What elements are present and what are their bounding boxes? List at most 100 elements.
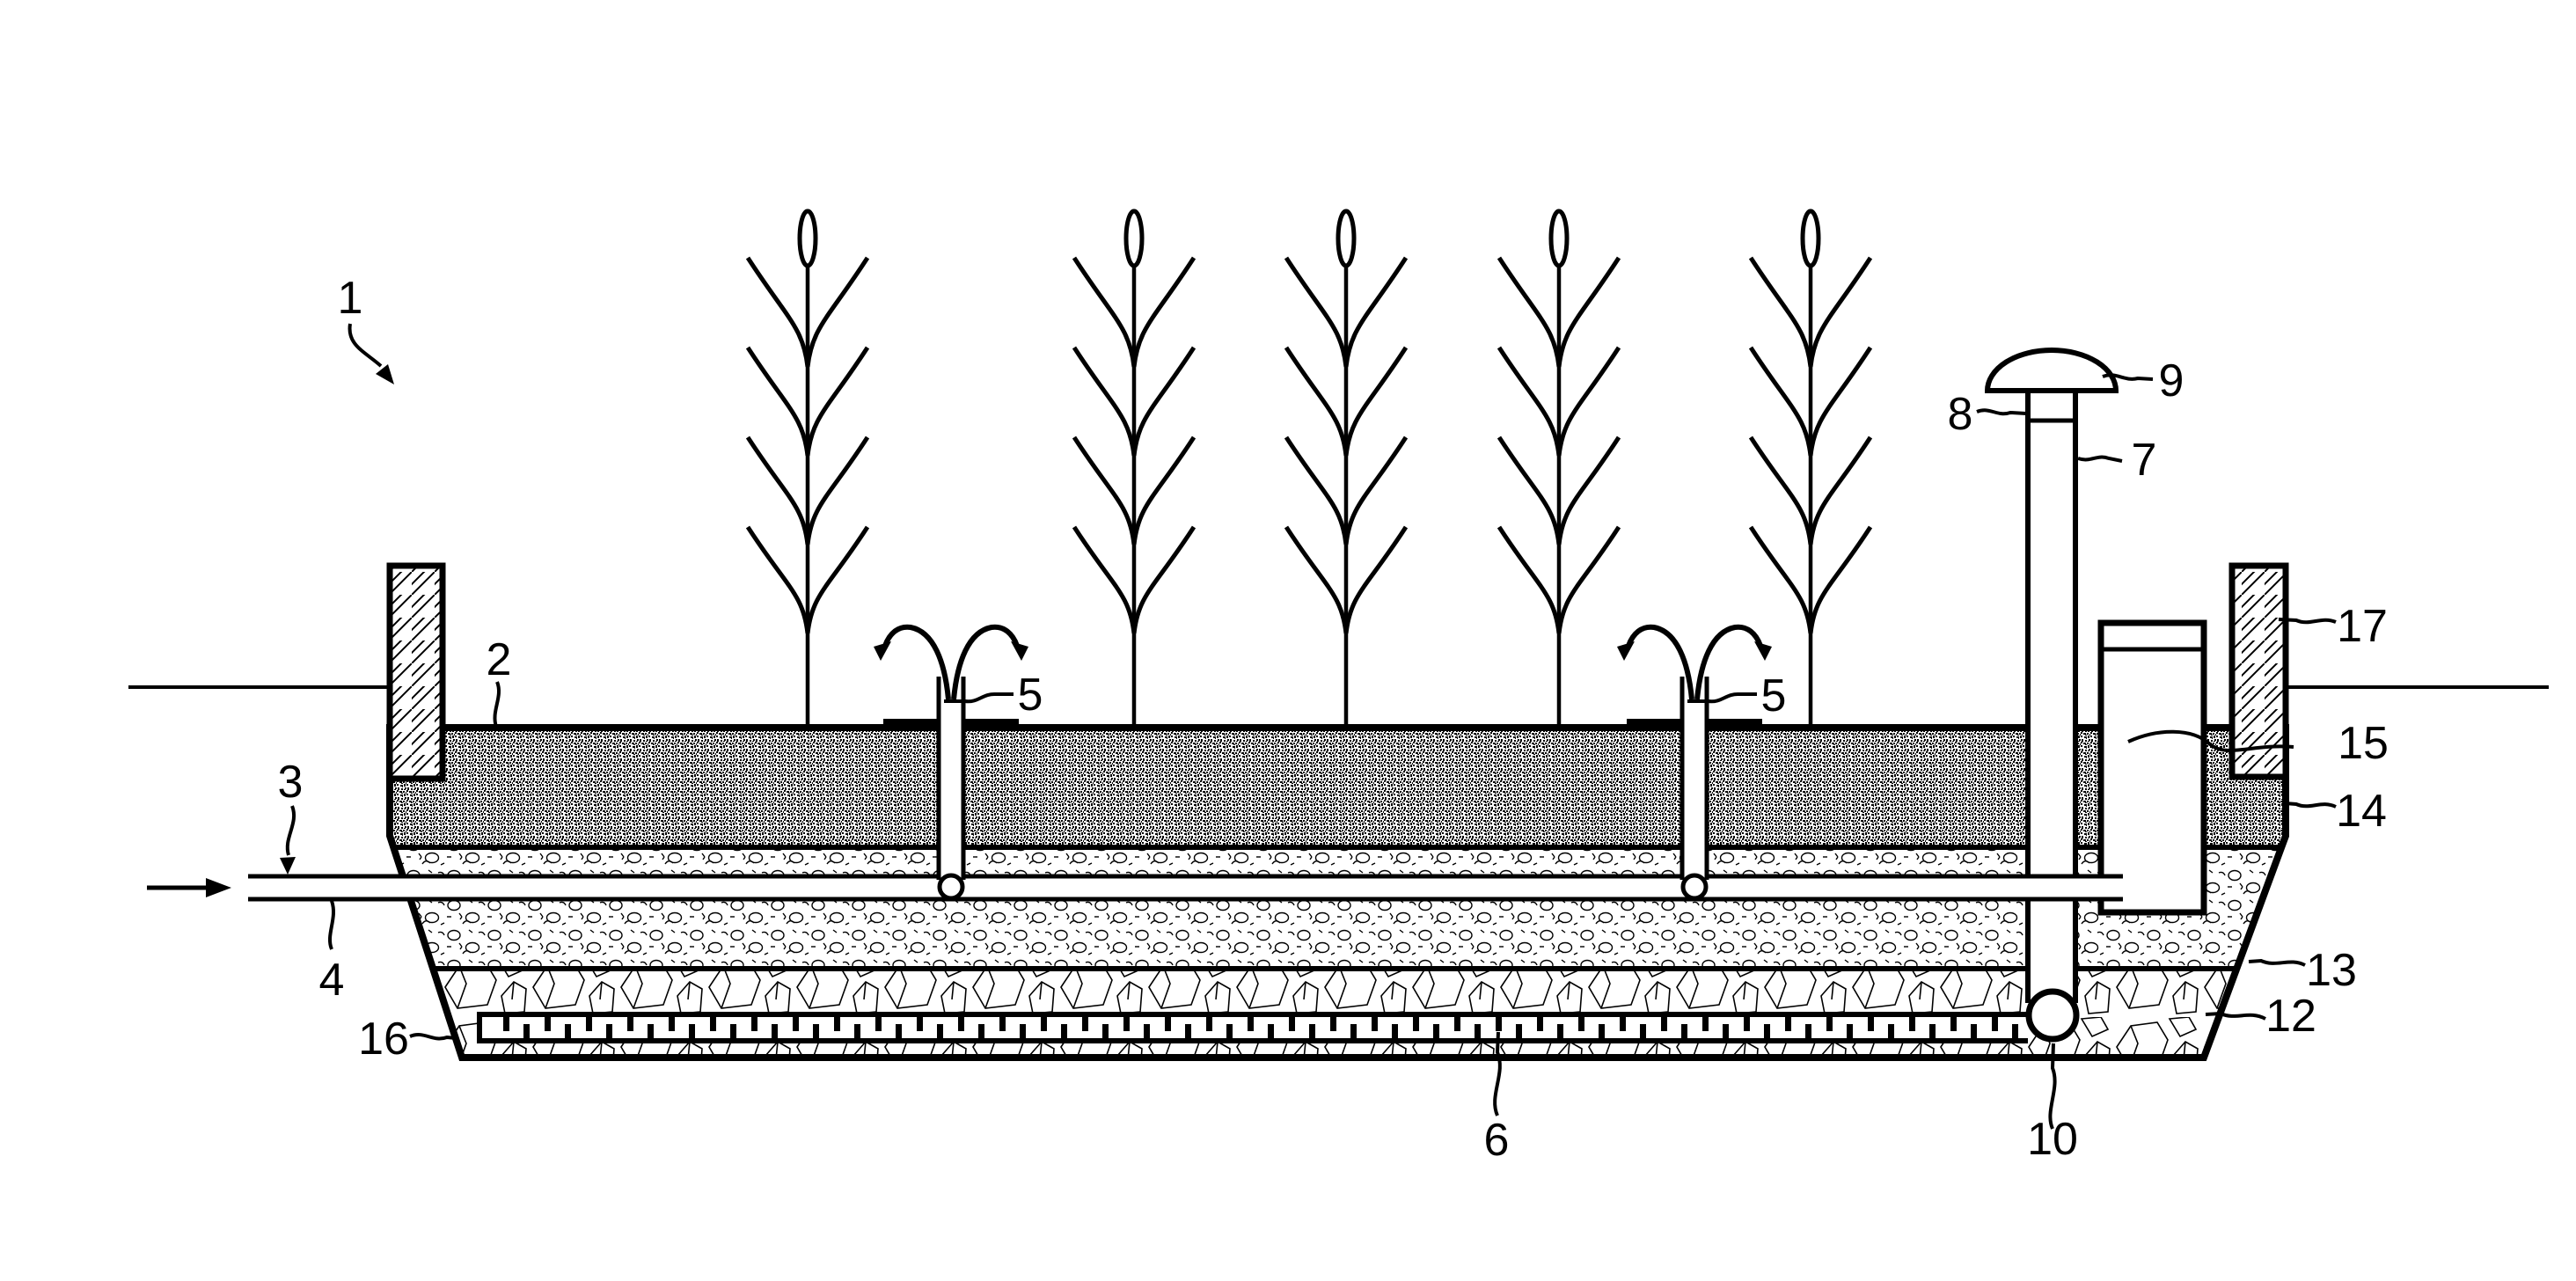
leader-17 [2278,618,2337,625]
drain-slot-top [1289,1017,1295,1031]
drain-slot-top [875,1017,882,1031]
plant-leaf-right [1556,256,1621,368]
drain-slot-bottom [772,1024,778,1038]
ref-label-15: 15 [2338,718,2389,769]
drain-slot-top [545,1017,551,1031]
drain-slot-bottom [1061,1024,1067,1038]
right-wall [2228,562,2289,780]
drain-slot-bottom [1144,1024,1150,1038]
plant-leaf-left [1748,346,1813,457]
spray-arrowhead-left [1617,641,1635,661]
spray-arrowhead-right [1011,641,1028,661]
drain-slot-top [1413,1017,1419,1031]
spray-arrowhead-right [1754,641,1772,661]
drain-slot-top [669,1017,675,1031]
reference-numerals: 1 2 3 4 5 5 6 7 8 9 10 12 13 14 15 16 17 [278,273,2389,1166]
drain-slot-top [1702,1017,1709,1031]
leader-5b [1687,692,1757,704]
leader-14 [2284,802,2337,809]
drain-slot-bottom [1268,1024,1274,1038]
aeration-riser-1 [874,624,1028,901]
drain-slot-bottom [1888,1024,1894,1038]
drain-slot-top [1082,1017,1088,1031]
outlet-box [2097,619,2207,916]
leader-6 [1493,1031,1502,1116]
leader-7 [2077,455,2123,463]
drain-slot-bottom [1847,1024,1853,1038]
drain-slot-bottom [1392,1024,1398,1038]
plant-leaf-left [1748,525,1813,634]
ref-label-16: 16 [358,1014,409,1065]
plant-leaf-right [805,525,870,634]
spray-arrowhead-left [874,641,891,661]
drain-slot-top [1041,1017,1047,1031]
leader-16 [409,1033,457,1041]
leader-13 [2248,958,2306,967]
plant-leaf-left [1497,525,1562,634]
plant-leaf-left [745,346,810,457]
cattail-head [1548,209,1570,268]
drain-slot-bottom [1971,1024,1977,1038]
ref-label-13: 13 [2306,945,2357,996]
reed-plant-2 [1072,209,1197,730]
drain-slot-top [1578,1017,1584,1031]
leader-3-arrowhead [280,857,296,875]
drain-slot-bottom [854,1024,860,1038]
leader-8 [1976,408,2027,416]
ref-label-3: 3 [278,757,304,808]
drain-slot-bottom [648,1024,654,1038]
plant-leaf-right [1343,346,1409,457]
drain-slot-bottom [1681,1024,1687,1038]
drain-slot-top [627,1017,633,1031]
drain-slot-top [1992,1017,1998,1031]
drain-slot-top [1372,1017,1378,1031]
riser-pipe-body [939,677,963,880]
plant-leaf-left [1748,436,1813,545]
plant-leaf-right [1556,346,1621,457]
plant-leaf-left [1284,436,1349,545]
ref-label-6: 6 [1484,1115,1510,1166]
plant-leaf-right [1343,436,1409,545]
drain-slot-top [1496,1017,1502,1031]
ref-label-1: 1 [338,273,363,324]
plant-leaf-left [1284,346,1349,457]
drain-slot-bottom [1475,1024,1481,1038]
plant-leaf-right [1808,256,1873,368]
plant-leaf-left [1497,256,1562,368]
spray-arc-left [882,624,951,700]
ref-label-10: 10 [2027,1114,2078,1165]
cattail-head [797,209,818,268]
riser-base-fitting [1680,873,1709,901]
elbow-fitting [2025,988,2080,1043]
drain-slot-top [999,1017,1006,1031]
inflow-arrow [147,878,231,897]
reed-plant-3 [1284,209,1409,730]
reed-plant-5 [1748,209,1873,730]
drain-slot-top [834,1017,840,1031]
reed-plant-4 [1497,209,1621,730]
plant-leaf-right [1343,525,1409,634]
ref-label-4: 4 [319,955,345,1006]
reed-plants [745,209,1873,730]
drain-slot-top [751,1017,757,1031]
drain-slot-bottom [813,1024,819,1038]
leader-10 [2048,1043,2057,1130]
drain-slot-top [1123,1017,1130,1031]
drain-slot-top [1330,1017,1336,1031]
plant-leaf-left [1497,436,1562,545]
drain-slot-bottom [523,1024,530,1038]
drain-slot-bottom [1226,1024,1233,1038]
riser-pipe-body [1682,677,1707,880]
ref-label-7: 7 [2132,435,2157,486]
gravel-layer [390,847,2286,969]
drain-slot-bottom [1350,1024,1357,1038]
plant-leaf-left [1072,256,1137,368]
leader-2 [493,681,501,728]
plant-leaf-right [1556,436,1621,545]
plant-leaf-right [1808,525,1873,634]
drain-slot-bottom [1102,1024,1109,1038]
ref-label-17: 17 [2337,601,2388,652]
spray-arc-right [1694,624,1763,700]
drain-slot-bottom [1599,1024,1605,1038]
